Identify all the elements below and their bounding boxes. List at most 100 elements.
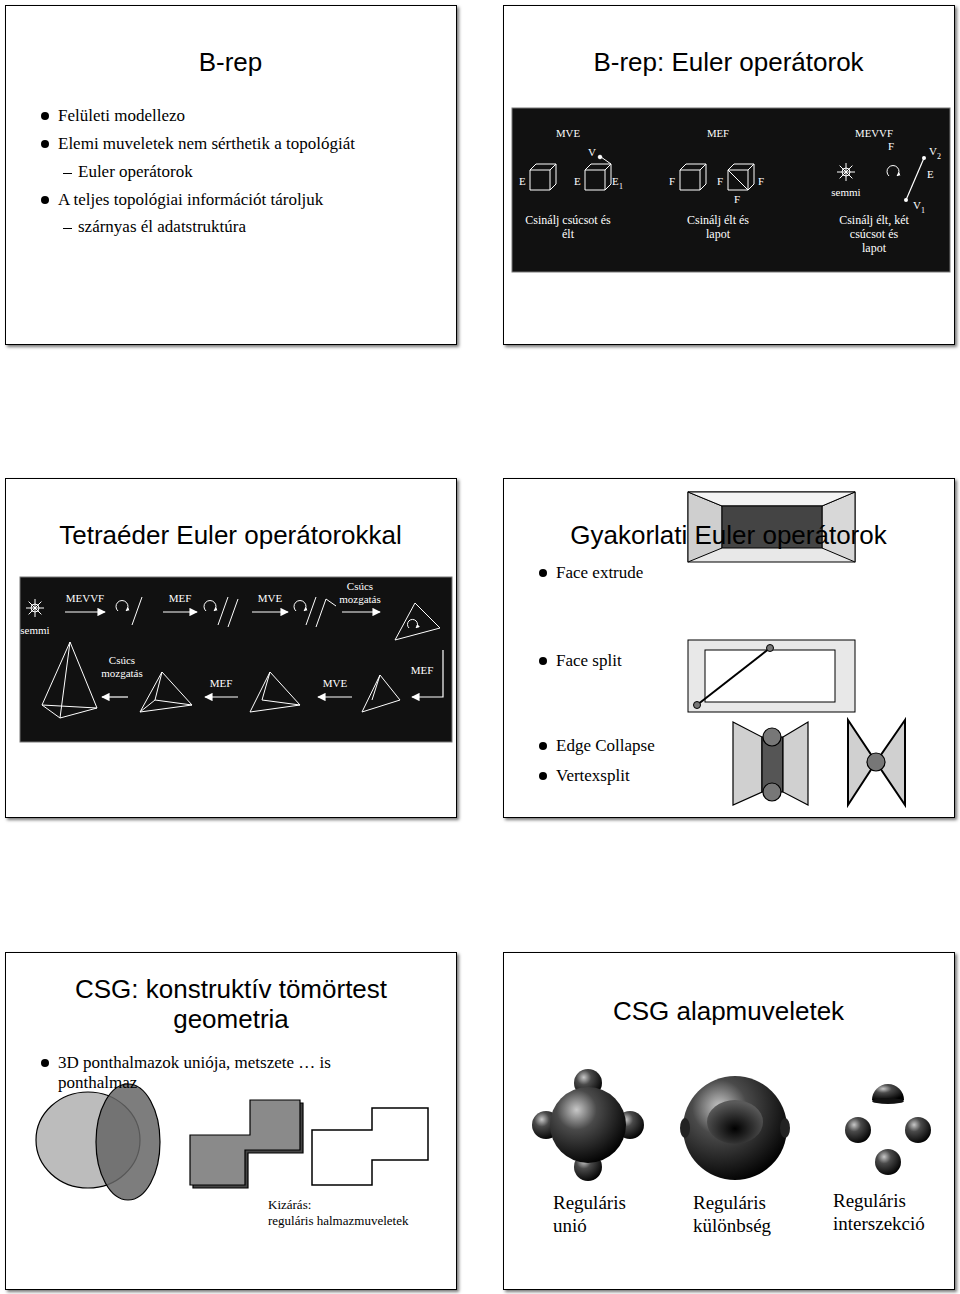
- sub-bullet: szárnyas él adatstruktúra: [78, 217, 448, 237]
- bullet-item: 3D ponthalmazok uniója, metszete … is po…: [58, 1053, 403, 1094]
- nothing-symbol: [837, 163, 855, 181]
- mesh-figure: [306, 597, 336, 627]
- mesh-figure: [140, 672, 192, 712]
- mesh-figure: [250, 672, 300, 712]
- figure-label: V: [588, 146, 596, 159]
- operator-name: MVE: [513, 127, 623, 139]
- cube-figure: [601, 157, 611, 164]
- operator-name: MEVVF: [814, 127, 934, 139]
- csg-difference-render: [680, 1118, 690, 1138]
- new-edge: [922, 156, 926, 160]
- sub-bullet: Euler operátorok: [78, 162, 448, 182]
- csg-intersection-render: [845, 1117, 871, 1143]
- edge-collapse-figure: [783, 722, 808, 805]
- cube-figure: [585, 164, 611, 190]
- edge-collapse-figure: [763, 728, 781, 746]
- cube-figure: [680, 164, 706, 190]
- csg-union-render: [550, 1087, 626, 1163]
- tetrahedron-panel: [20, 577, 452, 742]
- operator-name: Csúcs mozgatás: [92, 654, 152, 679]
- operation-caption: Reguláris különbség: [693, 1192, 798, 1238]
- figure-label: E: [519, 175, 526, 188]
- bullet-item: Elemi muveletek nem sérthetik a topológi…: [58, 134, 448, 154]
- operation-caption: Reguláris unió: [553, 1192, 648, 1238]
- slide-frame: Tetraéder Euler operátorokkal: [5, 478, 457, 818]
- operator-arrow: [163, 611, 197, 612]
- edge-collapse-figure: [867, 753, 885, 771]
- csg-union-render: [532, 1069, 644, 1181]
- figure-label: V: [913, 199, 921, 212]
- slide-title: B-rep: Euler operátorok: [504, 48, 953, 78]
- operator-name: Csúcs mozgatás: [330, 580, 390, 605]
- venn-figure: [96, 1084, 160, 1200]
- operator-name: MVE: [250, 592, 290, 605]
- face-split-figure: [705, 650, 835, 702]
- edge-collapse-figure: [733, 720, 905, 805]
- operator-arrow: [342, 611, 380, 612]
- csg-intersection-render: [872, 1098, 904, 1104]
- mesh-figure: [42, 642, 97, 718]
- subscript: 1: [921, 207, 925, 215]
- slide-frame: CSG alapmuveletek: [503, 952, 955, 1290]
- mesh-figure: [408, 619, 418, 628]
- nothing-symbol: [26, 599, 44, 617]
- edge-collapse-figure: [733, 722, 762, 805]
- figure-label: F: [734, 193, 740, 206]
- edge-collapse-figure: [763, 783, 781, 801]
- figure-label: F: [758, 175, 764, 188]
- slide-title: CSG: konstruktív tömörtest geometria: [41, 975, 421, 1035]
- operator-name: MEVVF: [60, 592, 110, 605]
- face-split-figure: [697, 648, 770, 705]
- mesh-figure: [116, 601, 128, 611]
- operator-arrow: [318, 696, 352, 697]
- slide-title: Tetraéder Euler operátorokkal: [6, 521, 455, 551]
- csg-difference-render: [780, 1118, 790, 1138]
- mesh-figure: [395, 603, 440, 640]
- csg-intersection-render: [845, 1084, 931, 1175]
- operator-arrow: [252, 611, 288, 612]
- bullet-item: Felületi modellezo: [58, 106, 448, 126]
- operator-arrow: [205, 696, 238, 697]
- operator-column: MEFCsinálj élt és lapot: [663, 124, 773, 264]
- figure-label: E: [927, 168, 934, 181]
- figure-label: E: [574, 175, 581, 188]
- new-edge: [904, 156, 926, 202]
- cube-figure: [530, 155, 754, 190]
- mesh-figure: [42, 597, 440, 718]
- tetrahedron-panel: [20, 577, 452, 742]
- operator-arrow: [65, 612, 443, 697]
- bullet-item: Face split: [556, 651, 696, 671]
- subscript: 2: [937, 153, 941, 161]
- new-edge: [906, 158, 924, 200]
- slide-frame: B-repFelületi modellezoElemi muveletek n…: [5, 5, 457, 345]
- figure-label: semmi: [821, 186, 871, 199]
- operation-caption: Reguláris interszekció: [833, 1190, 948, 1236]
- cube-figure: [598, 155, 602, 159]
- operator-name: MEF: [160, 592, 200, 605]
- bullet-item: Edge Collapse: [556, 736, 696, 756]
- figure-label: E: [612, 175, 619, 188]
- union-figure: [190, 1100, 428, 1188]
- figure-label: F: [717, 175, 723, 188]
- operator-arrow: [65, 611, 105, 612]
- slide-frame: CSG: konstruktív tömörtest geometria 3D p…: [5, 952, 457, 1290]
- face-split-figure: [694, 702, 701, 709]
- csg-difference-render: [707, 1100, 763, 1144]
- slide-frame: Gyakorlati Euler operátorokFace extrudeF…: [503, 478, 955, 818]
- operator-arrow: [102, 696, 128, 697]
- operator-caption: Csinálj élt és lapot: [683, 214, 753, 242]
- figure-label: F: [888, 140, 894, 153]
- face-split-figure: [767, 645, 774, 652]
- slide-title: B-rep: [6, 48, 455, 78]
- face-loop: [887, 166, 899, 176]
- union-figure: [190, 1100, 300, 1185]
- face-split-figure: [688, 640, 855, 712]
- nothing-symbol: [837, 163, 855, 181]
- venn-figure: [36, 1084, 160, 1200]
- operator-caption: Csinálj élt, két csúcsot és lapot: [839, 214, 909, 255]
- new-edge: [904, 198, 908, 202]
- mesh-figure: [132, 597, 142, 625]
- csg-difference-render: [680, 1076, 790, 1180]
